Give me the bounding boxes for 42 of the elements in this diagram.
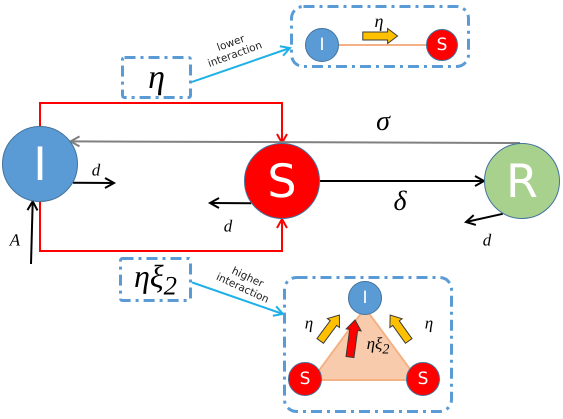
state-circle <box>426 29 458 61</box>
edge-label: d <box>224 218 232 234</box>
edge-label: A <box>10 232 20 248</box>
state-circle <box>348 281 382 315</box>
parameter-label: ηξ$_{2}$ <box>134 260 177 300</box>
parameter-box <box>119 257 192 302</box>
edge-label: η <box>424 314 434 332</box>
parameter-box <box>121 56 192 99</box>
arrow <box>70 135 520 148</box>
flow-arrow <box>26 200 38 264</box>
state-label: S <box>436 36 448 54</box>
state-label: I <box>319 36 324 54</box>
edge-label: η <box>374 12 384 30</box>
state-label: I <box>33 141 47 187</box>
state-label: I <box>362 290 368 306</box>
state-label: S <box>267 158 297 204</box>
block-arrow <box>316 314 340 344</box>
edge-label: η <box>304 314 314 332</box>
state-circle <box>288 362 322 396</box>
state-circle <box>305 28 339 62</box>
flow-arrow <box>73 176 115 189</box>
flow-arrow <box>465 212 504 226</box>
arrow <box>39 102 288 144</box>
edge-label: δ <box>394 188 406 216</box>
edge-label: d <box>482 232 492 248</box>
state-circle <box>406 362 440 396</box>
edge-label: σ <box>376 108 390 136</box>
flow-arrow <box>209 197 252 210</box>
arrow <box>320 175 485 187</box>
edge-label: d <box>92 162 100 178</box>
block-arrow <box>345 319 362 358</box>
edge-label: ηξ$_{2}$ <box>366 335 390 357</box>
parameter-label: η <box>148 60 165 94</box>
arrow <box>192 281 284 317</box>
state-label: S <box>418 370 428 388</box>
state-label: R <box>506 158 538 204</box>
block-arrow <box>362 28 398 44</box>
arrow <box>39 202 288 252</box>
connector-line <box>339 44 426 46</box>
state-label: S <box>300 370 310 388</box>
arrow <box>192 45 291 83</box>
block-arrow <box>389 314 413 344</box>
